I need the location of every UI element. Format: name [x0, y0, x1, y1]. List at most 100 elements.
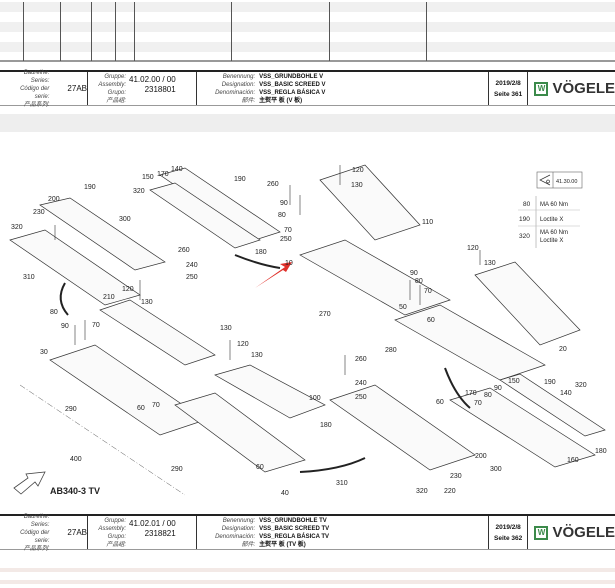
callout: 270 — [319, 311, 331, 318]
label: Baureihe: — [23, 69, 50, 76]
callout: 10 — [285, 260, 293, 267]
arrow-icon — [299, 457, 366, 473]
callout: 120 — [467, 245, 479, 252]
callout: 70 — [92, 322, 100, 329]
label: Código der serie: — [20, 85, 50, 100]
label: Benennung: — [222, 517, 256, 524]
callout: 200 — [48, 196, 60, 203]
legend-pos: 80 — [523, 201, 531, 208]
callout: 260 — [355, 356, 367, 363]
callout: 190 — [234, 176, 246, 183]
part-300 — [39, 197, 166, 271]
top-table-bottom-rule — [0, 60, 615, 62]
part-140b — [499, 373, 606, 437]
callout: 90 — [410, 270, 418, 277]
name-de: VSS_GRUNDBOHLE TV — [259, 517, 327, 524]
callout: 210 — [103, 294, 115, 301]
callout: 50 — [399, 304, 407, 311]
callout: 200 — [475, 453, 487, 460]
callout: 170 — [157, 171, 169, 178]
legend-text: MA 60 Nm — [540, 230, 568, 236]
separator-band — [0, 560, 615, 588]
callout: 130 — [220, 325, 232, 332]
callout: 150 — [508, 378, 520, 385]
label: 产品系列: — [23, 545, 50, 552]
callout: 180 — [255, 249, 267, 256]
brand-name: VÖGELE — [552, 524, 615, 541]
callout: 130 — [351, 182, 363, 189]
callout: 60 — [137, 405, 145, 412]
date: 2019/2/8 — [495, 523, 521, 531]
callout: 160 — [567, 457, 579, 464]
callout: 230 — [33, 209, 45, 216]
callout: 140 — [171, 166, 183, 173]
legend-text: Loctite X — [540, 238, 563, 244]
callout: 240 — [186, 262, 198, 269]
legend-box: 41.30.00 80 MA 60 Nm 190 Loctite X 320 M… — [518, 171, 583, 248]
legend-pos: 320 — [519, 233, 530, 240]
arrow-icon — [59, 282, 69, 316]
callout: 170 — [465, 390, 477, 397]
callout: 80 — [484, 392, 492, 399]
label: 产品系列: — [23, 101, 50, 108]
name-de: VSS_GRUNDBOHLE V — [259, 73, 324, 80]
part-plate-130 — [99, 299, 216, 366]
column-divider — [115, 2, 116, 61]
label: Assembly: — [98, 81, 126, 88]
brand-mark-icon: W — [534, 525, 549, 540]
arrow-icon — [444, 367, 471, 409]
label: 产品组: — [106, 541, 126, 548]
page-header-362: Baureihe:Series:Código der serie:产品系列:27… — [0, 513, 615, 552]
legend-ref: 41.30.00 — [556, 179, 577, 185]
legend-text: MA 60 Nm — [540, 202, 568, 208]
column-divider — [134, 2, 135, 61]
callout: 240 — [355, 380, 367, 387]
callout: 90 — [61, 323, 69, 330]
callout: 70 — [152, 402, 160, 409]
callout: 260 — [267, 181, 279, 188]
legend-pos: 190 — [519, 216, 530, 223]
name-zh: 主熨平 板 (TV 板) — [259, 541, 306, 548]
label: Baureihe: — [23, 513, 50, 520]
part-170 — [149, 182, 261, 249]
label: Designation: — [221, 81, 256, 88]
callout: 80 — [415, 278, 423, 285]
callout: 250 — [355, 394, 367, 401]
callout: 60 — [256, 464, 264, 471]
callout: 320 — [133, 188, 145, 195]
callout: 90 — [280, 200, 288, 207]
callout: 230 — [450, 473, 462, 480]
label: 部件: — [241, 97, 256, 104]
callout: 100 — [309, 395, 321, 402]
series-value: 27AB — [67, 83, 87, 93]
callout: 180 — [595, 448, 607, 455]
callout: 250 — [186, 274, 198, 281]
label: Grupo: — [107, 89, 126, 96]
label: Series: — [30, 77, 50, 84]
callout: 130 — [251, 352, 263, 359]
callout: 60 — [436, 399, 444, 406]
brand-name: VÖGELE — [552, 80, 615, 97]
callout: 110 — [422, 219, 433, 226]
callout-labels: 190 140 150 170 190 200 230 320 300 320 … — [11, 166, 607, 497]
callout: 70 — [284, 227, 292, 234]
part-plate-110 — [319, 164, 421, 241]
callout: 280 — [385, 347, 397, 354]
brand-mark-icon: W — [534, 81, 549, 96]
callout: 30 — [40, 349, 48, 356]
grupo-value: 2318821 — [144, 528, 176, 538]
callout: 90 — [494, 385, 502, 392]
callout: 320 — [11, 224, 23, 231]
column-divider — [23, 2, 24, 61]
callout: 40 — [281, 490, 289, 497]
assembly-value: 41.02.00 / 00 — [129, 74, 176, 84]
page-header-361: Baureihe:Series:Código der serie:产品系列: 27… — [0, 69, 615, 108]
callout: 300 — [119, 216, 131, 223]
part-280 — [394, 304, 546, 381]
highlight-arrow-icon — [255, 262, 292, 288]
callout: 220 — [444, 488, 456, 495]
callout: 310 — [336, 480, 348, 487]
top-table-stripes — [0, 2, 615, 61]
callout: 310 — [23, 274, 35, 281]
